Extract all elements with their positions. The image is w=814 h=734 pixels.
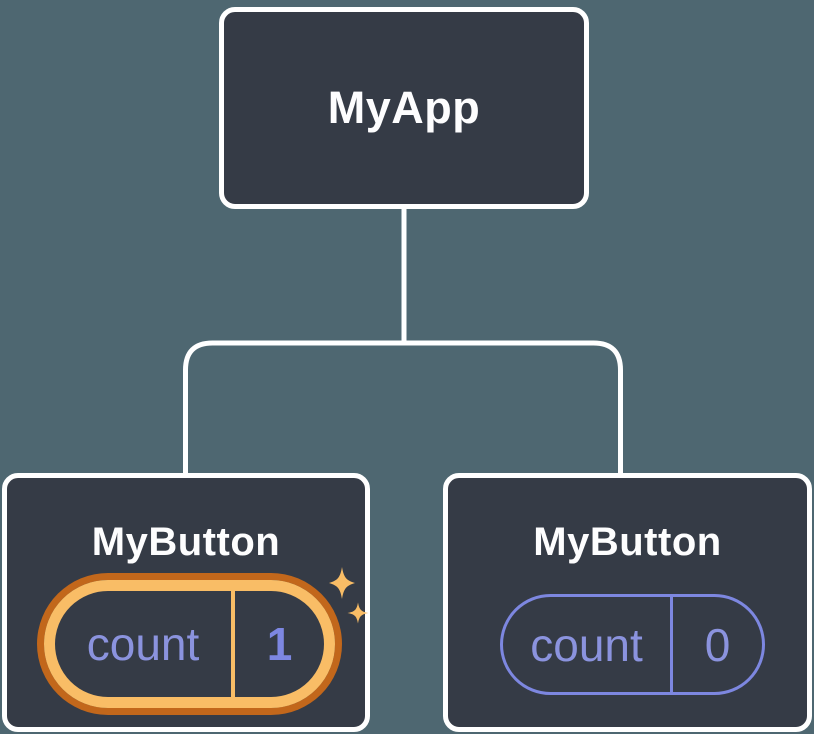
sparkles-icon <box>329 567 369 624</box>
sparkle-large <box>329 567 355 599</box>
state-value-cell: 0 <box>673 597 762 692</box>
state-name-cell: count <box>55 591 235 697</box>
state-name-label: count <box>530 618 643 671</box>
tree-node-mybutton-left: MyButton count 1 <box>2 473 370 732</box>
tree-node-mybutton-right: MyButton count 0 <box>443 473 812 732</box>
tree-node-root: MyApp <box>219 7 589 209</box>
state-value-label: 1 <box>266 618 293 670</box>
state-value-cell: 1 <box>235 591 324 697</box>
state-pill-plain: count 0 <box>500 594 765 695</box>
child-node-label: MyButton <box>91 520 281 564</box>
child-node-label: MyButton <box>533 520 722 564</box>
sparkle-small <box>347 602 369 624</box>
state-value-label: 0 <box>704 618 731 671</box>
state-name-label: count <box>86 618 200 670</box>
root-node-label: MyApp <box>327 82 481 133</box>
connector-branch <box>183 340 623 475</box>
state-pill-highlighted: count 1 <box>44 580 335 708</box>
state-name-cell: count <box>503 597 673 692</box>
